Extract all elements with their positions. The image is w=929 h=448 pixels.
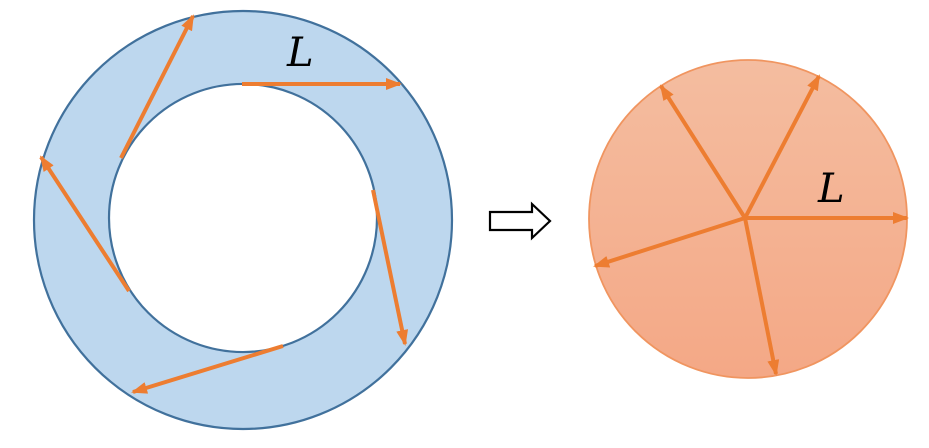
implies-arrow-icon [488, 201, 552, 241]
disk-arrows [593, 74, 909, 376]
annulus-arrow [371, 189, 409, 346]
disk-arrow [743, 217, 780, 376]
disk-figure: L [588, 59, 909, 379]
disk-arrow [743, 74, 821, 219]
annulus-ring [32, 9, 454, 431]
annulus-arrow [119, 14, 195, 159]
annulus-arrow [131, 344, 284, 394]
annulus-arrow [39, 155, 131, 293]
disk-arrow [593, 216, 746, 268]
disk-length-label: L [817, 166, 845, 212]
annulus-figure: L [32, 9, 454, 431]
disk-arrow [659, 84, 747, 220]
annulus-length-label: L [286, 30, 314, 76]
annulus-arrows [39, 14, 409, 394]
